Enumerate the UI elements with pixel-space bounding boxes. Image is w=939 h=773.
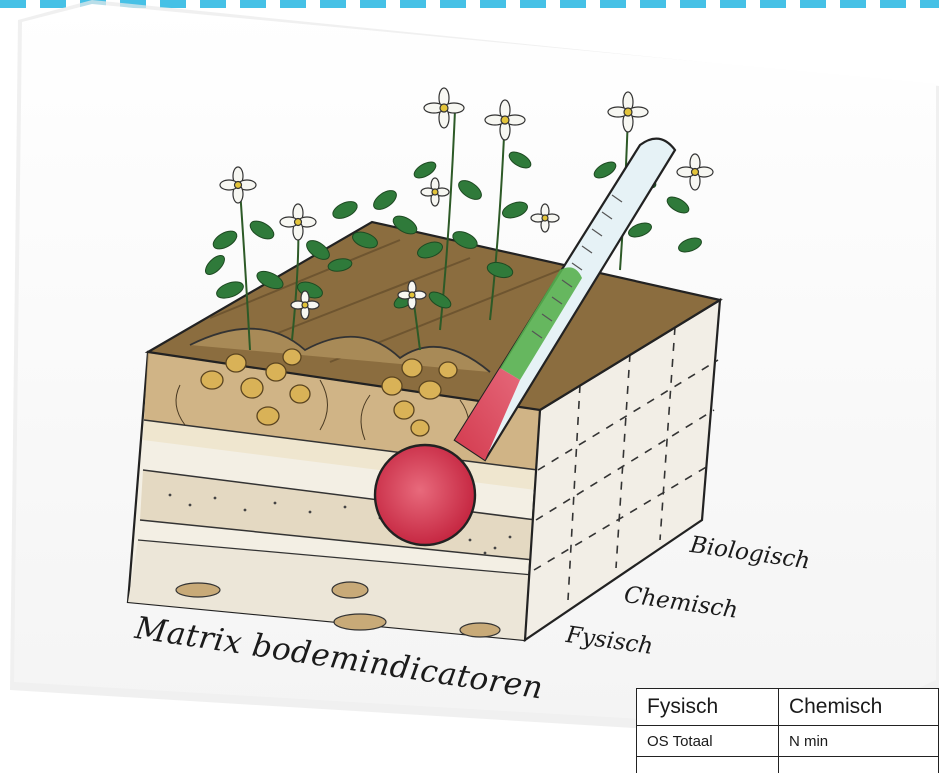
soil-block-illustration — [0, 0, 939, 773]
illustration-card: Matrix bodemindicatoren Biologisch Chemi… — [0, 0, 939, 773]
